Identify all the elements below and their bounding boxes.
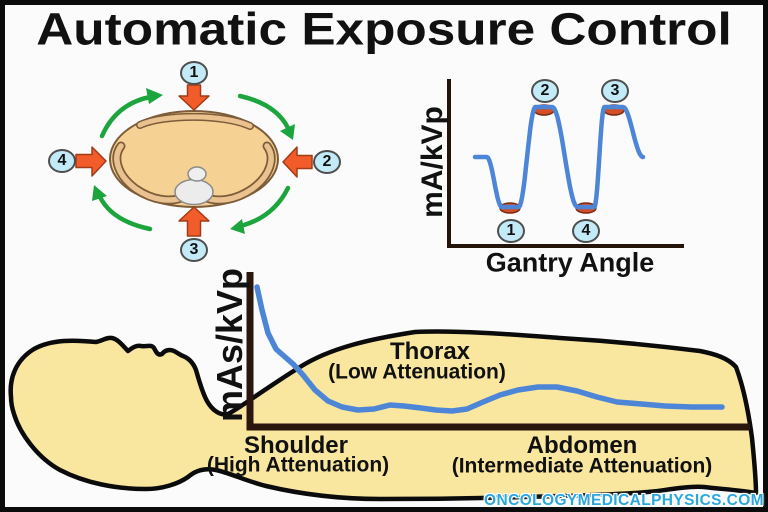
rotation-arrows [92, 88, 295, 234]
gantry-chart-axes [447, 79, 684, 248]
region-thorax-qualifier: (Low Attenuation) [328, 360, 506, 384]
spinal-canal [187, 166, 207, 182]
beam-number-4: 4 [48, 149, 76, 173]
gantry-chart-xlabel: Gantry Angle [485, 247, 655, 278]
body-chart-ylabel: mAs/kVp [209, 267, 250, 423]
patient-body-silhouette [8, 329, 759, 502]
rotation-arrow-top-left-icon [99, 94, 153, 139]
angular-modulation-curve [472, 104, 646, 210]
extremum-number-2: 2 [531, 79, 559, 103]
region-abdomen-qualifier: (Intermediate Attenuation) [451, 454, 713, 478]
beam-arrows [75, 84, 313, 237]
rotation-arrow-top-right-icon [237, 93, 291, 131]
beam-arrow-bottom-icon [178, 206, 210, 237]
extremum-markers [499, 104, 625, 214]
extremum-number-1: 1 [497, 219, 525, 243]
extremum-number-3: 3 [601, 79, 629, 103]
region-shoulder-name: Shoulder [243, 432, 349, 459]
gantry-chart-ylabel: mA/kVp [416, 106, 449, 218]
ct-slice [109, 110, 279, 208]
page-title: Automatic Exposure Control [36, 3, 732, 55]
region-abdomen-name: Abdomen [526, 432, 638, 459]
region-thorax-name: Thorax [389, 338, 471, 365]
beam-arrow-right-icon [282, 146, 313, 178]
beam-arrow-top-icon [178, 84, 210, 111]
region-shoulder-qualifier: (High Attenuation) [206, 453, 390, 477]
beam-number-3: 3 [180, 238, 208, 262]
rotation-arrow-bottom-left-icon [97, 194, 153, 232]
watermark-url: ONCOLOGYMEDICALPHYSICS.COM [484, 492, 764, 509]
beam-number-1: 1 [180, 61, 208, 85]
longitudinal-modulation-curve [254, 284, 725, 414]
rotation-arrow-bottom-right-icon [241, 185, 291, 228]
extremum-number-4: 4 [572, 219, 600, 243]
body-chart-axes [246, 272, 750, 431]
beam-number-2: 2 [313, 150, 341, 174]
vertebral-body [174, 178, 214, 206]
beam-arrow-left-icon [75, 146, 107, 177]
